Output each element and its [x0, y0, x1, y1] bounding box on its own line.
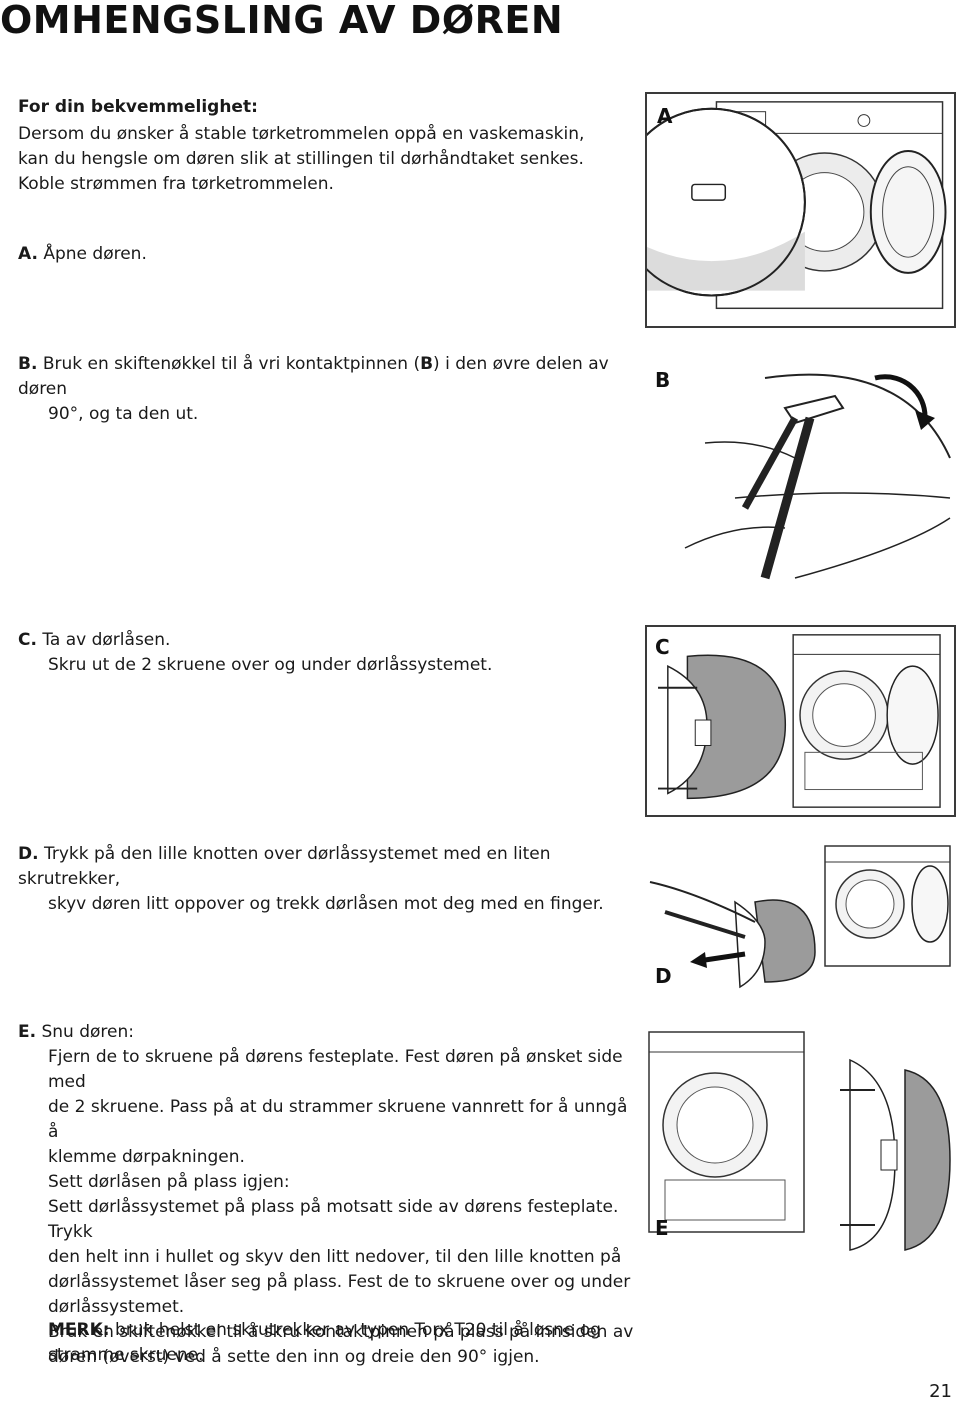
push-knob-illustration [649, 845, 951, 989]
step-e-letter: E. [18, 1022, 37, 1042]
figure-d: D [645, 842, 956, 996]
step-d: D. Trykk på den lille knotten over dørlå… [18, 842, 648, 917]
step-e-line: den helt inn i hullet og skyv den litt n… [48, 1247, 622, 1267]
step-a-text: Åpne døren. [43, 244, 147, 264]
step-d-letter: D. [18, 844, 39, 864]
intro-line-1: Dersom du ønsker å stable tørketrommelen… [18, 124, 585, 144]
step-b: B. Bruk en skiftenøkkel til å vri kontak… [18, 352, 638, 427]
step-a: A. Åpne døren. [18, 242, 147, 267]
wrench-illustration [684, 373, 951, 580]
dryer-open-door-illustration [647, 101, 947, 310]
figure-e-label: E [655, 1216, 669, 1240]
step-c-letter: C. [18, 630, 37, 650]
step-e-line: Fjern de to skruene på dørens festeplate… [48, 1047, 623, 1092]
step-b-text-bold: B [420, 354, 434, 374]
step-d-line-1: Trykk på den lille knotten over dørlåssy… [18, 844, 551, 889]
step-b-text-post: ) i den øvre delen av døren [18, 354, 609, 399]
step-e-line: Sett dørlåssystemet på plass på motsatt … [48, 1197, 619, 1242]
step-b-line-2: 90°, og ta den ut. [48, 404, 199, 424]
step-c-line-1: Ta av dørlåsen. [42, 630, 171, 650]
step-e-line: de 2 skruene. Pass på at du strammer skr… [48, 1097, 628, 1142]
figure-e: E [645, 1020, 956, 1256]
figure-c-label: C [655, 635, 670, 659]
note: MERK: bruk helst en skrutrekker av typen… [48, 1318, 668, 1368]
figure-a-label: A [657, 104, 673, 128]
step-e-line: døren (øverst) ved å sette den inn og dr… [48, 1347, 540, 1367]
step-a-letter: A. [18, 244, 38, 264]
intro-block: For din bekvemmelighet: Dersom du ønsker… [18, 95, 638, 197]
reversed-door-illustration [648, 1031, 951, 1251]
intro-line-2: kan du hengsle om døren slik at stilling… [18, 149, 584, 169]
step-e-line: dørlåssystemet låser seg på plass. Fest … [48, 1272, 631, 1292]
step-c-line-2: Skru ut de 2 skruene over og under dørlå… [48, 655, 493, 675]
step-e-line-1: Snu døren: [41, 1022, 134, 1042]
figure-b-label: B [655, 368, 671, 392]
intro-line-3: Koble strømmen fra tørketrommelen. [18, 174, 334, 194]
step-d-line-2: skyv døren litt oppover og trekk dørlåse… [48, 894, 604, 914]
door-lock-screws-illustration [658, 634, 941, 808]
page-number: 21 [929, 1381, 952, 1402]
step-e-line: dørlåssystemet. [48, 1297, 185, 1317]
figure-c: C [645, 625, 956, 817]
note-label: MERK: [48, 1320, 110, 1340]
figure-b: B [645, 348, 956, 596]
step-e-line: Sett dørlåsen på plass igjen: [48, 1172, 290, 1192]
figure-d-label: D [655, 964, 672, 988]
step-e: E. Snu døren: Fjern de to skruene på dør… [18, 1020, 638, 1370]
page-title: OMHENGSLING AV DØREN [0, 0, 564, 42]
step-e-line: Bruk en skiftenøkkel til å skru kontaktp… [48, 1322, 634, 1342]
step-b-letter: B. [18, 354, 38, 374]
step-e-line: klemme dørpakningen. [48, 1147, 245, 1167]
step-b-text-pre: Bruk en skiftenøkkel til å vri kontaktpi… [42, 354, 421, 374]
note-line-1: bruk helst en skrutrekker av typen Torx … [109, 1320, 601, 1340]
intro-heading: For din bekvemmelighet: [18, 97, 258, 117]
note-line-2: stramme skruene. [48, 1345, 204, 1365]
figure-a: A [645, 92, 956, 328]
step-c: C. Ta av dørlåsen. Skru ut de 2 skruene … [18, 628, 638, 678]
